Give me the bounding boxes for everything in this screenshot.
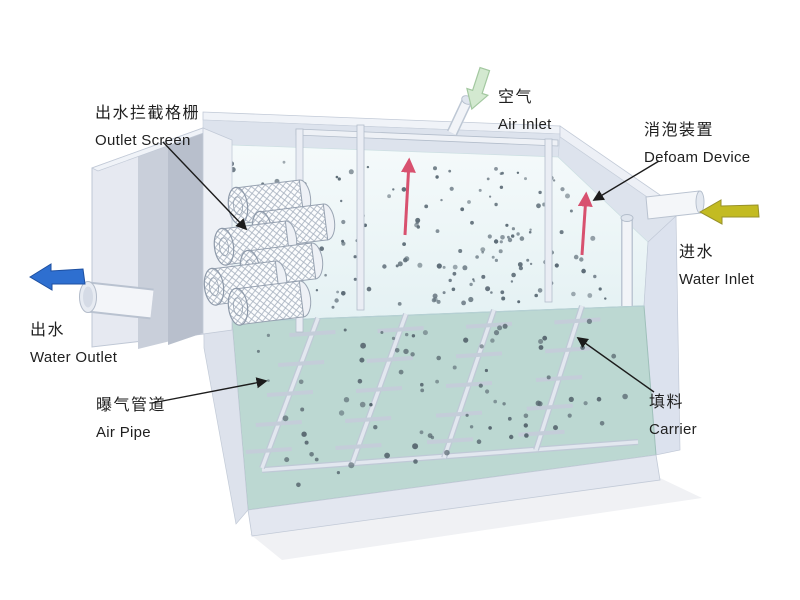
- label-outlet-screen-en: Outlet Screen: [95, 132, 191, 149]
- label-carrier-zh: 填料: [649, 394, 685, 411]
- defoam-spray-arrow-2: [577, 191, 593, 256]
- water-inlet-flow-arrow: [698, 199, 760, 225]
- label-defoam-device-zh: 消泡装置: [644, 122, 715, 139]
- label-defoam-device-en: Defoam Device: [644, 149, 751, 166]
- label-water-inlet-en: Water Inlet: [679, 271, 755, 288]
- tank-shell: [202, 111, 681, 537]
- defoam-spray-arrow-1: [400, 157, 416, 236]
- ground-shadow: [250, 478, 702, 560]
- air-pipe-lattice: [245, 305, 639, 473]
- label-air-inlet: 空气 Air Inlet: [498, 83, 552, 133]
- leader-outlet-screen: [162, 141, 248, 231]
- carrier-dots-floor: [256, 318, 628, 488]
- water-outlet-pipe: [79, 281, 154, 320]
- leader-defoam-device: [592, 160, 660, 201]
- label-water-outlet: 出水 Water Outlet: [30, 316, 117, 366]
- label-air-pipe-zh: 曝气管道: [96, 397, 167, 414]
- label-air-pipe-en: Air Pipe: [96, 424, 151, 441]
- label-carrier-en: Carrier: [649, 421, 697, 438]
- leader-air-pipe: [151, 377, 268, 404]
- air-inlet-flow-arrow: [466, 66, 491, 111]
- label-air-inlet-zh: 空气: [498, 89, 534, 106]
- label-air-pipe: 曝气管道 Air Pipe: [96, 391, 166, 441]
- defoam-spray-arrows: [400, 157, 593, 256]
- label-outlet-screen: 出水拦截格栅 Outlet Screen: [95, 99, 200, 149]
- label-water-outlet-en: Water Outlet: [30, 349, 118, 366]
- label-air-inlet-en: Air Inlet: [498, 116, 552, 133]
- water-outlet-flow-arrow: [29, 263, 86, 291]
- label-water-outlet-zh: 出水: [30, 322, 66, 339]
- label-defoam-device: 消泡装置 Defoam Device: [644, 116, 750, 166]
- label-carrier: 填料 Carrier: [649, 388, 697, 438]
- leader-arrows: [151, 141, 660, 404]
- leader-carrier: [576, 337, 655, 393]
- defoam-device-pipe: [620, 214, 634, 306]
- label-outlet-screen-zh: 出水拦截格栅: [95, 105, 201, 122]
- label-water-inlet: 进水 Water Inlet: [679, 238, 754, 288]
- label-water-inlet-zh: 进水: [679, 244, 715, 261]
